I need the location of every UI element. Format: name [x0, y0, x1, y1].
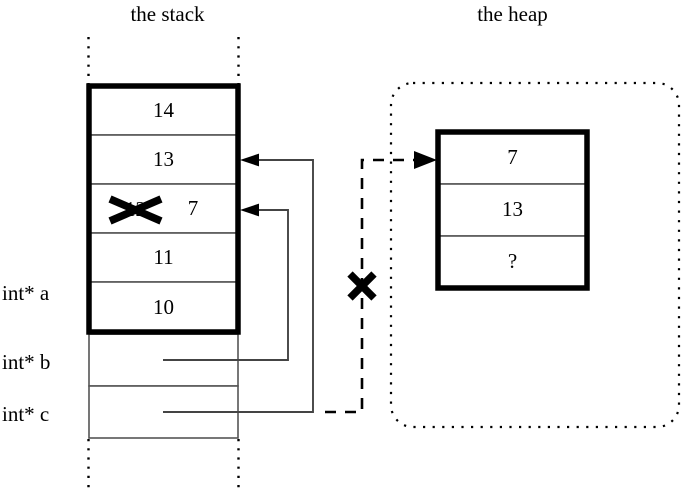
- broken-pointer-x-icon: [347, 271, 377, 301]
- stack-cell-value-4: 10: [153, 295, 174, 319]
- stack-frame-cells: [88, 85, 239, 333]
- stack-extent-guides-bottom: [87, 439, 240, 489]
- heap-title: the heap: [477, 2, 548, 26]
- stack-title: the stack: [130, 2, 205, 26]
- stack-frame-outline: [86, 83, 241, 335]
- stack-cell-value-2-new: 7: [187, 196, 199, 220]
- stack-pointer-label-b: int* b: [2, 350, 51, 374]
- stack-cell-value-3: 11: [153, 245, 174, 269]
- pointer-c-connector: [163, 153, 314, 413]
- pointer-b-arrowhead: [240, 203, 259, 217]
- dangling-heap-pointer: [325, 151, 437, 414]
- stack-extent-guides-top: [87, 37, 240, 86]
- stack-cell-value-2-old: 12: [125, 197, 146, 221]
- heap-cell-value-0: 7: [507, 145, 518, 169]
- value-crossed-out-x-icon: [108, 195, 163, 225]
- dangling-pointer-arrowhead: [414, 151, 437, 169]
- heap-block-outline: [435, 129, 590, 291]
- stack-cell-value-1: 13: [153, 147, 174, 171]
- stack-pointer-label-c: int* c: [2, 402, 50, 426]
- stack-pointer-cells: [88, 333, 239, 439]
- stack-pointer-label-a: int* a: [2, 281, 50, 305]
- heap-cell-value-2: ?: [507, 249, 518, 273]
- heap-cell-value-1: 13: [502, 197, 523, 221]
- pointer-c-arrowhead: [240, 153, 259, 167]
- stack-cell-value-0: 14: [153, 98, 174, 122]
- pointer-b-connector: [163, 203, 289, 361]
